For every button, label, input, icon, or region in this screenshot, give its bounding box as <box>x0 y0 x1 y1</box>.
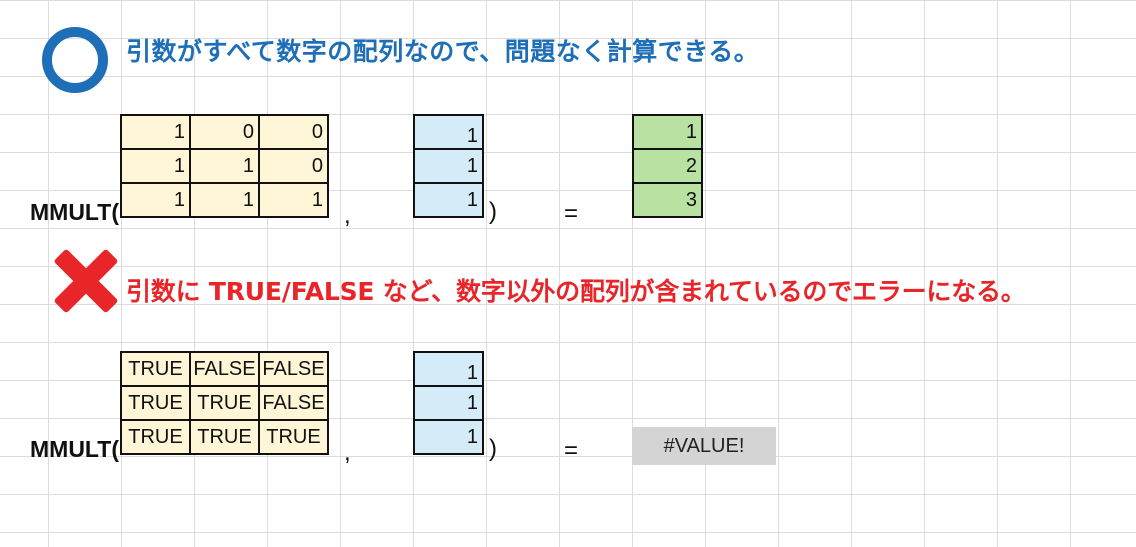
matrix-cell[interactable]: 1 <box>189 148 260 184</box>
vector-cell[interactable]: 1 <box>413 114 484 150</box>
matrix-a-boolean: TRUE FALSE FALSE TRUE TRUE FALSE TRUE TR… <box>120 351 329 455</box>
vector-b-numeric: 1 1 1 <box>413 114 484 218</box>
error-heading: 引数に TRUE/FALSE など、数字以外の配列が含まれているのでエラーになる… <box>126 277 1026 306</box>
vector-b-numeric: 1 1 1 <box>413 351 484 455</box>
matrix-cell[interactable]: 1 <box>189 182 260 218</box>
vector-cell[interactable]: 1 <box>413 148 484 184</box>
matrix-cell[interactable]: 1 <box>120 182 191 218</box>
comma: , <box>344 439 351 466</box>
result-cell[interactable]: 2 <box>632 148 703 184</box>
matrix-cell[interactable]: 1 <box>120 148 191 184</box>
matrix-cell[interactable]: TRUE <box>189 385 260 421</box>
matrix-cell[interactable]: 0 <box>189 114 260 150</box>
vector-cell[interactable]: 1 <box>413 351 484 387</box>
matrix-cell[interactable]: 1 <box>258 182 329 218</box>
matrix-a-numeric: 1 0 0 1 1 0 1 1 1 <box>120 114 329 218</box>
matrix-cell[interactable]: TRUE <box>120 385 191 421</box>
comma: , <box>344 202 351 229</box>
result-cell[interactable]: 1 <box>632 114 703 150</box>
mmult-function-label: MMULT( <box>30 436 119 462</box>
equals-sign: = <box>564 437 579 464</box>
result-cell[interactable]: 3 <box>632 182 703 218</box>
matrix-cell[interactable]: FALSE <box>258 351 329 387</box>
matrix-cell[interactable]: FALSE <box>189 351 260 387</box>
equals-sign: = <box>564 200 579 227</box>
matrix-cell[interactable]: TRUE <box>120 351 191 387</box>
matrix-cell[interactable]: TRUE <box>258 419 329 455</box>
matrix-cell[interactable]: 0 <box>258 148 329 184</box>
cross-icon <box>53 248 119 314</box>
close-paren: ) <box>489 435 497 462</box>
matrix-cell[interactable]: 1 <box>120 114 191 150</box>
vector-cell[interactable]: 1 <box>413 419 484 455</box>
error-result-cell[interactable]: #VALUE! <box>632 427 776 465</box>
circle-icon <box>42 27 108 93</box>
vector-cell[interactable]: 1 <box>413 385 484 421</box>
vector-cell[interactable]: 1 <box>413 182 484 218</box>
close-paren: ) <box>489 198 497 225</box>
matrix-cell[interactable]: TRUE <box>189 419 260 455</box>
mmult-function-label: MMULT( <box>30 199 119 225</box>
matrix-cell[interactable]: FALSE <box>258 385 329 421</box>
matrix-cell[interactable]: TRUE <box>120 419 191 455</box>
result-vector: 1 2 3 <box>632 114 703 218</box>
matrix-cell[interactable]: 0 <box>258 114 329 150</box>
success-heading: 引数がすべて数字の配列なので、問題なく計算できる。 <box>126 37 760 66</box>
